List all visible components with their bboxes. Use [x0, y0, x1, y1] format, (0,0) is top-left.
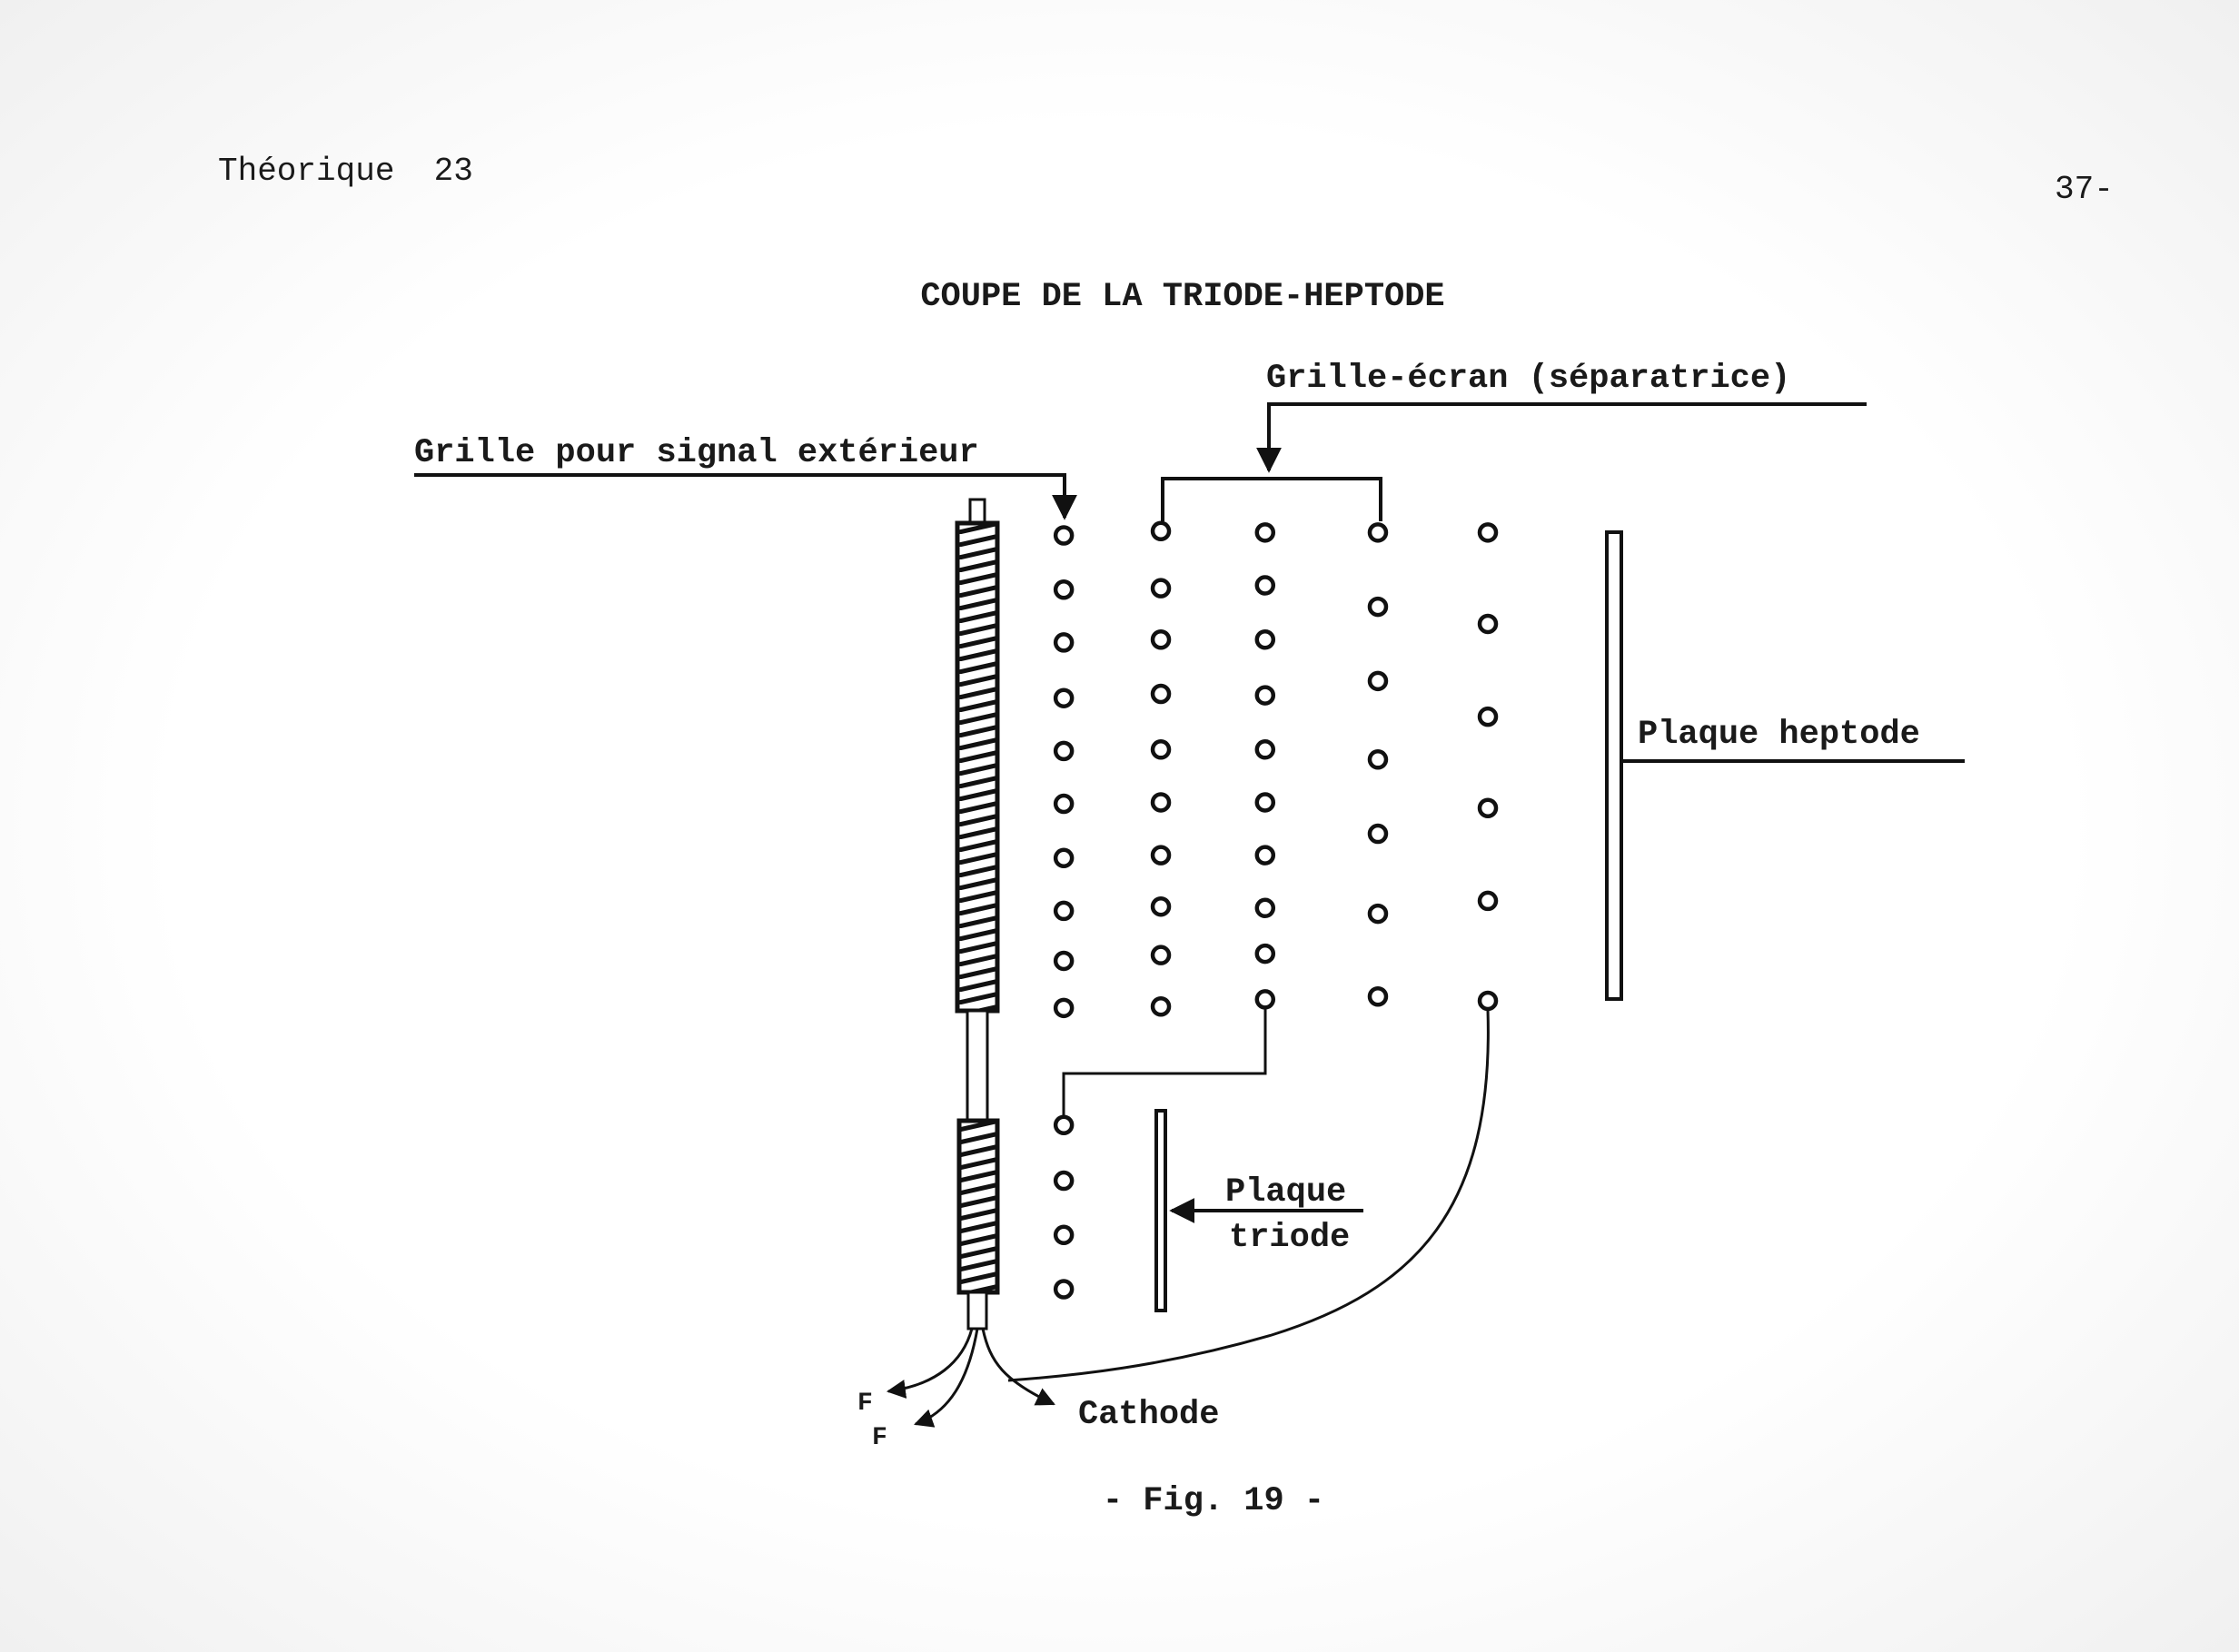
figure-title: COUPE DE LA TRIODE-HEPTODE — [920, 278, 1444, 316]
filament-lead-1 — [886, 1328, 974, 1399]
signal-grid-wire — [1053, 632, 1075, 653]
screen-grid-outer-wire — [1367, 522, 1389, 543]
grid-connection-wire — [1062, 1006, 1267, 1117]
triode-plate-label-2: triode — [1229, 1219, 1350, 1257]
screen-grid-leader — [1256, 402, 1867, 473]
screen-grid-outer-wire — [1367, 823, 1389, 845]
screen-grid-label: Grille-écran (séparatrice) — [1266, 360, 1790, 398]
screen-grid-inner-wire — [1150, 629, 1172, 650]
screen-grid-outer-wire — [1367, 903, 1389, 925]
screen-grid-inner-wire — [1150, 520, 1172, 542]
filament-lead-2 — [914, 1328, 979, 1428]
header-left: Théorique 23 — [218, 153, 473, 190]
signal-grid-wire — [1053, 1114, 1075, 1135]
screen-grid-inner-wire — [1150, 895, 1172, 917]
oscillator-grid-wire — [1254, 629, 1276, 650]
cathode-assembly — [955, 498, 1000, 1331]
triode-plate-label-1: Plaque — [1225, 1173, 1346, 1212]
signal-grid-wire — [1053, 997, 1075, 1019]
signal-grid-wire — [1053, 1170, 1075, 1192]
filament-label-2: F — [872, 1424, 887, 1452]
oscillator-grid-wire — [1254, 522, 1276, 543]
suppressor-grid-wire — [1477, 797, 1499, 819]
screen-grid-inner-wire — [1150, 845, 1172, 866]
heptode-plate-label: Plaque heptode — [1638, 716, 1920, 754]
suppressor-grid-wire — [1477, 990, 1499, 1012]
signal-grid-wire — [1053, 740, 1075, 762]
signal-grid-wire — [1053, 900, 1075, 922]
oscillator-grid-wire — [1254, 897, 1276, 919]
triode-plate — [1154, 1109, 1167, 1312]
grid-wires — [1053, 520, 1499, 1300]
signal-grid-label: Grille pour signal extérieur — [414, 434, 979, 472]
signal-grid-wire — [1053, 950, 1075, 972]
screen-grid-inner-wire — [1150, 578, 1172, 598]
signal-grid-wire — [1053, 793, 1075, 815]
filament-label-1: F — [857, 1390, 873, 1418]
screen-grid-inner-wire — [1150, 739, 1172, 760]
cathode-label: Cathode — [1078, 1396, 1219, 1434]
oscillator-grid-wire — [1254, 792, 1276, 813]
figure-caption: - Fig. 19 - — [1103, 1482, 1324, 1520]
screen-grid-outer-wire — [1367, 749, 1389, 770]
signal-grid-wire — [1053, 525, 1075, 546]
suppressor-grid-wire — [1477, 890, 1499, 912]
oscillator-grid-wire — [1254, 943, 1276, 964]
triode-heater-coil — [956, 1118, 1000, 1295]
suppressor-grid-wire — [1477, 522, 1499, 543]
signal-grid-wire — [1053, 688, 1075, 708]
cathode-lead — [981, 1328, 1055, 1406]
screen-grid-outer-wire — [1367, 670, 1389, 692]
oscillator-grid-wire — [1254, 845, 1276, 866]
page-number: 37- — [2055, 171, 2114, 208]
oscillator-grid-wire — [1254, 685, 1276, 706]
oscillator-grid-wire — [1254, 575, 1276, 596]
signal-grid-wire — [1053, 847, 1075, 869]
oscillator-grid-wire — [1254, 989, 1276, 1010]
screen-grid-outer-wire — [1367, 986, 1389, 1007]
suppressor-grid-wire — [1477, 706, 1499, 727]
signal-grid-wire — [1053, 1279, 1075, 1300]
screen-grid-inner-wire — [1150, 996, 1172, 1017]
screen-grid-inner-wire — [1150, 792, 1172, 813]
screen-grid-inner-wire — [1150, 683, 1172, 705]
suppressor-cathode-wire — [1007, 1009, 1490, 1382]
screen-grid-inner-wire — [1150, 945, 1172, 965]
oscillator-grid-wire — [1254, 739, 1276, 760]
heptode-plate — [1605, 530, 1623, 1001]
suppressor-grid-wire — [1477, 613, 1499, 635]
screen-grid-bracket — [1161, 477, 1382, 521]
signal-grid-wire — [1053, 1224, 1075, 1246]
signal-grid-leader — [414, 473, 1077, 520]
heptode-heater-coil — [955, 520, 1000, 1014]
screen-grid-outer-wire — [1367, 596, 1389, 618]
signal-grid-wire — [1053, 579, 1075, 600]
